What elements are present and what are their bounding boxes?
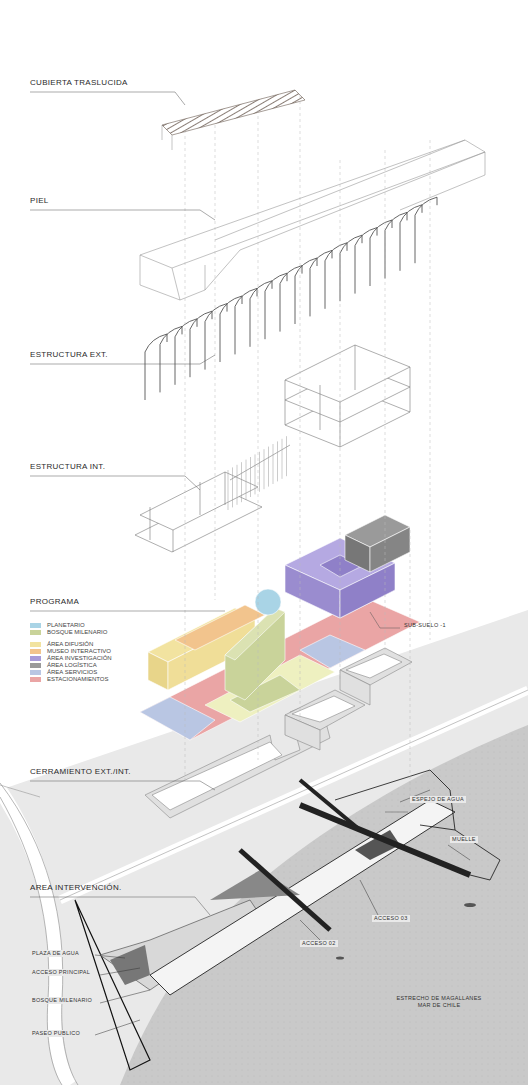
legend-swatch	[30, 649, 41, 654]
site-label: ESPEJO DE AGUA	[410, 796, 466, 803]
stair-stroke	[237, 465, 238, 505]
rib-stroke	[145, 334, 167, 400]
legend-row: PLANETARIO	[30, 622, 85, 628]
exterior-ribs	[145, 197, 437, 400]
rib-stroke	[355, 228, 377, 294]
stair-stroke	[259, 452, 260, 492]
translucent-roof	[162, 90, 305, 150]
rib-stroke	[325, 243, 347, 309]
legend-swatch	[30, 630, 41, 635]
interior-structure	[135, 345, 410, 552]
site-label: MUELLE	[450, 836, 478, 843]
rib-stroke	[280, 266, 302, 332]
program-blocks	[140, 515, 420, 740]
site-label: SUB-SUELO -1	[404, 622, 446, 629]
site-label: PLAZA DE AGUA	[30, 950, 81, 957]
stair-stroke	[250, 457, 251, 497]
legend-row: ÁREA LOGÍSTICA	[30, 662, 97, 668]
stair-stroke	[255, 454, 256, 494]
legend-text: ÁREA LOGÍSTICA	[47, 662, 97, 668]
layer-label: ESTRUCTURA INT.	[30, 462, 105, 472]
rib-stroke	[340, 235, 362, 301]
layer-label: PROGRAMA	[30, 597, 79, 607]
legend-text: PLANETARIO	[47, 622, 85, 628]
rib-stroke	[400, 205, 422, 271]
legend-swatch	[30, 656, 41, 661]
rib-stroke	[175, 319, 197, 385]
legend-row: ESTACIONAMIENTOS	[30, 676, 108, 682]
legend-row: ÁREA INVESTIGACIÓN	[30, 655, 112, 661]
rib-stroke	[205, 304, 227, 370]
rib-stroke	[310, 250, 332, 316]
rib-stroke	[190, 311, 212, 377]
rib-stroke	[415, 197, 437, 263]
legend-text: ÁREA SERVICIOS	[47, 669, 97, 675]
site-label: ACCESO PRINCIPAL	[30, 969, 92, 976]
stair-stroke	[273, 444, 274, 484]
legend-text: BOSQUE MILENARIO	[47, 629, 107, 635]
layer-label: CERRAMIENTO EXT./INT.	[30, 767, 131, 777]
dashed-projection-lines	[185, 95, 430, 800]
legend-swatch	[30, 642, 41, 647]
stair-stroke	[241, 462, 242, 502]
site-label: ESTRECHO DE MAGALLANES MAR DE CHILE	[392, 995, 486, 1008]
legend-row: BOSQUE MILENARIO	[30, 629, 107, 635]
rib-stroke	[370, 220, 392, 286]
stair-stroke	[264, 449, 265, 489]
skin-envelope	[140, 140, 485, 300]
stair-stroke	[268, 447, 269, 487]
layer-label: AREA INTERVENCIÓN.	[30, 883, 122, 893]
legend-swatch	[30, 677, 41, 682]
legend-text: ÁREA DIFUSIÓN	[47, 641, 93, 647]
stair-lines	[228, 436, 287, 510]
layer-label: ESTRUCTURA EXT.	[30, 350, 108, 360]
stair-stroke	[286, 436, 287, 476]
layer-label: CUBIERTA TRASLUCIDA	[30, 78, 128, 88]
rib-stroke	[160, 326, 182, 392]
legend-swatch	[30, 623, 41, 628]
rib-stroke	[235, 288, 257, 354]
rib-stroke	[250, 281, 272, 347]
legend-text: MUSEO INTERACTIVO	[47, 648, 111, 654]
stair-stroke	[282, 439, 283, 479]
layer-label: PIEL	[30, 196, 49, 206]
site-label: ACCESO 02	[300, 940, 338, 947]
stair-stroke	[232, 467, 233, 507]
site-label: ACCESO 03	[372, 915, 410, 922]
legend-swatch	[30, 670, 41, 675]
legend-row: ÁREA SERVICIOS	[30, 669, 97, 675]
leader-lines	[30, 92, 408, 915]
legend-swatch	[30, 663, 41, 668]
stair-stroke	[246, 460, 247, 500]
legend-text: ÁREA INVESTIGACIÓN	[47, 655, 112, 661]
stair-stroke	[228, 470, 229, 510]
site-label: PASEO PUBLICO	[30, 1030, 82, 1037]
rib-stroke	[295, 258, 317, 324]
site-label: BOSQUE MILENARIO	[30, 997, 94, 1004]
rib-stroke	[385, 212, 407, 278]
legend-row: ÁREA DIFUSIÓN	[30, 641, 93, 647]
rib-stroke	[265, 273, 287, 339]
legend-row: MUSEO INTERACTIVO	[30, 648, 111, 654]
rib-stroke	[220, 296, 242, 362]
stair-stroke	[277, 441, 278, 481]
legend-text: ESTACIONAMIENTOS	[47, 676, 108, 682]
